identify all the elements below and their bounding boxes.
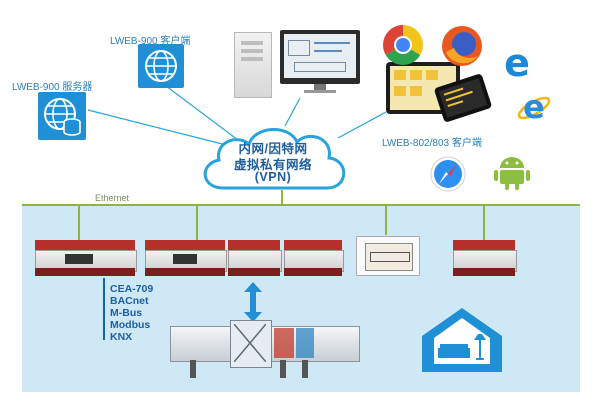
drop-line-3 bbox=[385, 205, 387, 235]
controller-1 bbox=[35, 240, 137, 278]
cloud-line-1: 内网/因特网 bbox=[238, 142, 308, 156]
protocol-bus-line bbox=[103, 278, 105, 340]
ethernet-label: Ethernet bbox=[95, 193, 130, 203]
cloud-network: 内网/因特网 虚拟私有网络 (VPN) bbox=[193, 118, 353, 198]
server-label: LWEB-900 服务器 bbox=[12, 82, 93, 93]
protocol-item: Modbus bbox=[110, 319, 151, 331]
chrome-icon bbox=[382, 24, 424, 66]
monitor bbox=[280, 30, 360, 84]
pc-tower bbox=[234, 32, 272, 98]
controller-4 bbox=[284, 240, 344, 278]
ethernet-bus bbox=[22, 204, 580, 206]
double-arrow-icon bbox=[244, 282, 262, 322]
drop-line-4 bbox=[483, 205, 485, 240]
globe-database-icon bbox=[38, 92, 86, 140]
protocol-item: BACnet bbox=[110, 295, 149, 307]
protocol-list: CEA-709 BACnet M-Bus Modbus KNX bbox=[110, 283, 153, 343]
edge-icon: e bbox=[498, 41, 536, 85]
monitor-screen bbox=[284, 34, 356, 78]
firefox-icon bbox=[440, 24, 484, 68]
client900-label: LWEB-900 客户端 bbox=[110, 36, 191, 47]
client802-label: LWEB-802/803 客户端 bbox=[382, 138, 482, 149]
cloud-to-bus-line bbox=[281, 190, 283, 205]
controller-5 bbox=[453, 240, 517, 278]
cloud-line-2: 虚拟私有网络 bbox=[233, 158, 312, 172]
globe-icon bbox=[138, 44, 184, 88]
svg-text:e: e bbox=[523, 90, 545, 126]
drop-line-2 bbox=[196, 205, 198, 240]
drop-line-1 bbox=[78, 205, 80, 240]
touch-panel-screen bbox=[365, 243, 413, 271]
android-icon bbox=[494, 152, 530, 190]
internet-explorer-icon: e bbox=[516, 88, 552, 126]
air-handling-unit bbox=[170, 318, 360, 380]
protocol-item: M-Bus bbox=[110, 307, 143, 319]
protocol-item: KNX bbox=[110, 331, 133, 343]
cloud-line-3: (VPN) bbox=[254, 170, 292, 184]
touch-panel bbox=[356, 236, 420, 276]
desktop-computer bbox=[234, 30, 364, 98]
home-sofa-lamp-icon bbox=[416, 304, 508, 376]
cloud-icon bbox=[203, 128, 346, 190]
svg-text:e: e bbox=[504, 44, 530, 82]
controller-2 bbox=[145, 240, 227, 278]
safari-icon bbox=[430, 156, 466, 192]
controller-3 bbox=[228, 240, 282, 278]
protocol-item: CEA-709 bbox=[110, 283, 154, 295]
